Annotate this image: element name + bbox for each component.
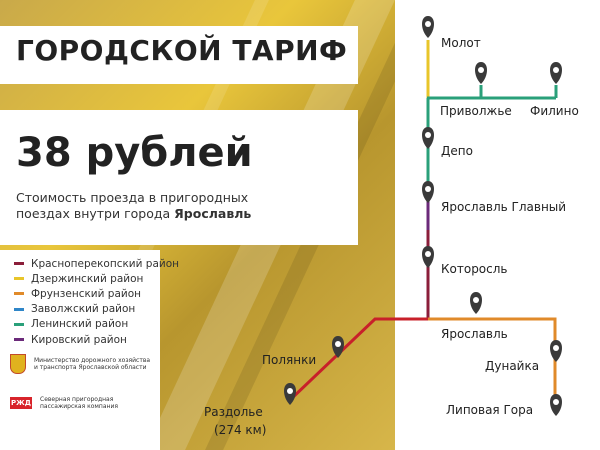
fare-price: 38 рублей: [16, 130, 253, 176]
map-pin-hole: [335, 341, 341, 347]
map-pin-hole: [553, 399, 559, 405]
fare-description-line2: поездах внутри города Ярославль: [16, 206, 251, 221]
station-distance-razdolye: (274 км): [214, 423, 267, 437]
district-legend: Красноперекопский район Дзержинский райо…: [14, 256, 179, 347]
station-label-privolzhye[interactable]: Приволжье: [440, 104, 512, 118]
price-panel: [0, 110, 358, 245]
fare-description-prefix: поездах внутри города: [16, 206, 175, 221]
station-label-molot[interactable]: Молот: [441, 36, 481, 50]
station-label-polyanki[interactable]: Полянки: [262, 353, 317, 367]
station-label-razdolye[interactable]: Раздолье: [204, 405, 263, 419]
fare-description-line1: Стоимость проезда в пригородных: [16, 190, 249, 205]
station-label-filino[interactable]: Филино: [530, 104, 579, 118]
city-name: Ярославль: [174, 206, 252, 221]
legend-label: Кировский район: [31, 333, 127, 346]
station-label-lipovaya-gora[interactable]: Липовая Гора: [446, 403, 534, 417]
poster-title: ГОРОДСКОЙ ТАРИФ: [16, 34, 348, 67]
station-label-depo[interactable]: Депо: [441, 144, 473, 158]
route-line-orange: [428, 317, 557, 410]
map-pin-hole: [473, 297, 479, 303]
company-name: Северная пригородная пассажирская компан…: [40, 396, 118, 410]
company-logo: РЖД Северная пригородная пассажирская ко…: [10, 396, 160, 410]
route-lines: [288, 40, 558, 410]
legend-swatch: [14, 292, 24, 296]
legend-swatch: [14, 262, 24, 266]
legend-swatch: [14, 277, 24, 281]
coat-of-arms-icon: [10, 354, 26, 374]
legend-item: Красноперекопский район: [14, 256, 179, 271]
ministry-name: Министерство дорожного хозяйства и транс…: [34, 357, 151, 371]
station-label-kotorosl[interactable]: Которосль: [441, 262, 508, 276]
map-pin-hole: [425, 251, 431, 257]
legend-item: Дзержинский район: [14, 271, 179, 286]
map-pin-hole: [553, 67, 559, 73]
map-pin-hole: [425, 21, 431, 27]
map-pin-hole: [553, 345, 559, 351]
legend-panel: [0, 250, 160, 350]
map-pin-hole: [425, 132, 431, 138]
map-pin-hole: [287, 388, 293, 394]
rzd-logo-icon: РЖД: [10, 397, 32, 409]
station-pins: [284, 16, 562, 416]
legend-swatch: [14, 322, 24, 326]
ministry-logo: Министерство дорожного хозяйства и транс…: [10, 354, 154, 374]
map-pin-hole: [425, 186, 431, 192]
legend-label: Красноперекопский район: [31, 257, 180, 270]
station-label-yaroslavl[interactable]: Ярославль: [441, 327, 508, 341]
legend-swatch: [14, 338, 24, 342]
legend-swatch: [14, 307, 24, 311]
legend-item: Ленинский район: [14, 317, 179, 332]
legend-label: Заволжский район: [31, 303, 136, 316]
legend-label: Дзержинский район: [31, 272, 144, 285]
map-pin-hole: [478, 67, 484, 73]
legend-item: Фрунзенский район: [14, 286, 179, 301]
legend-item: Заволжский район: [14, 302, 179, 317]
station-label-dunaika[interactable]: Дунайка: [485, 359, 540, 373]
station-label-yaroslavl-glavny[interactable]: Ярославль Главный: [441, 200, 567, 214]
legend-label: Ленинский район: [31, 318, 129, 331]
title-panel: [0, 26, 358, 84]
legend-label: Фрунзенский район: [31, 287, 142, 300]
route-line-red: [288, 317, 428, 402]
legend-item: Кировский район: [14, 332, 179, 347]
